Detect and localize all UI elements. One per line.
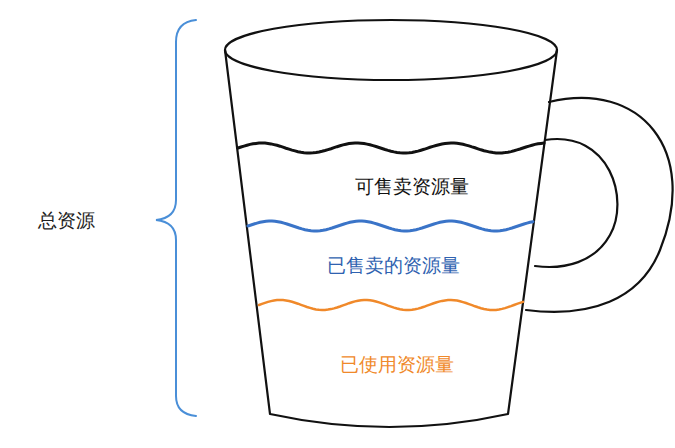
mug-body: [225, 50, 557, 427]
sold-level-line: [248, 221, 533, 231]
resource-bracket: [156, 20, 196, 416]
mug-rim: [225, 20, 557, 80]
sellable-level-line: [238, 143, 544, 153]
used-label: 已使用资源量: [340, 353, 454, 376]
mug-handle-inner: [535, 139, 617, 267]
mug-handle-outer: [526, 98, 673, 312]
used-level-line: [259, 300, 523, 310]
sellable-label: 可售卖资源量: [355, 175, 469, 198]
sold-label: 已售卖的资源量: [327, 254, 460, 277]
total-resource-label: 总资源: [38, 209, 95, 232]
